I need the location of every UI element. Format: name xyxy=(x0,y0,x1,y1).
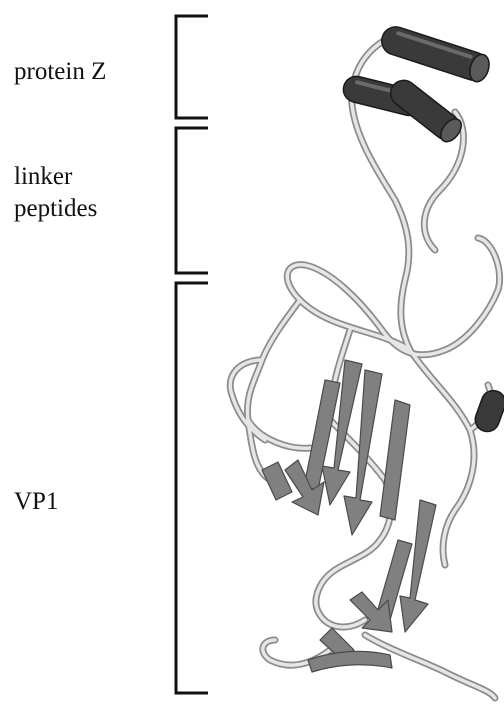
beta-strand xyxy=(380,400,410,520)
linker-peptides-bracket xyxy=(176,128,208,273)
linker-peptides-label: linker peptides xyxy=(14,161,97,225)
vp1-bracket xyxy=(176,283,208,693)
vp1-label: VP1 xyxy=(14,486,58,518)
helix-1 xyxy=(378,23,492,84)
protein-z-bracket xyxy=(176,16,208,118)
protein-z-label: protein Z xyxy=(14,56,106,88)
region-brackets xyxy=(176,16,208,693)
